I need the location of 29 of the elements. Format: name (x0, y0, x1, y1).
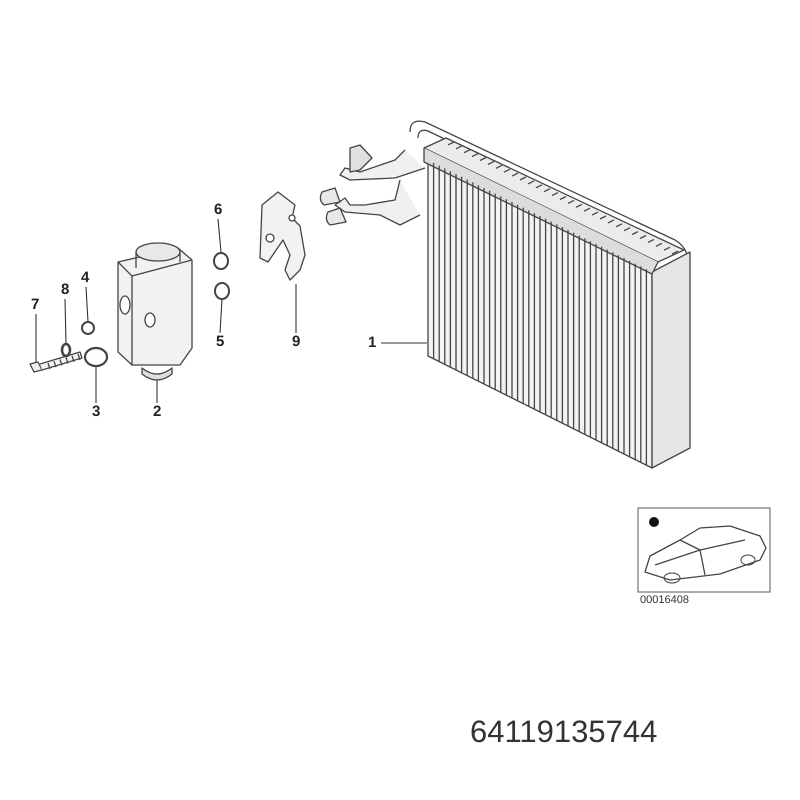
bolt-drawing (29, 351, 83, 373)
callout-number: 9 (292, 334, 300, 350)
callout-number: 8 (61, 282, 70, 298)
o-ring (214, 282, 230, 300)
part-number: 64119135744 (470, 714, 658, 750)
o-ring (213, 252, 229, 270)
part-code: 00016408 (640, 594, 689, 606)
expansion-valve-drawing (117, 242, 193, 381)
washer (60, 342, 72, 358)
leader-line (381, 342, 427, 344)
leader-line (85, 286, 89, 322)
leader-line (95, 367, 97, 403)
callout-number: 6 (214, 202, 222, 218)
leader-line (156, 379, 158, 403)
leader-line (64, 298, 67, 344)
leader-line (219, 298, 223, 334)
callout-number: 4 (81, 270, 90, 286)
o-ring (84, 346, 108, 368)
callout-number: 1 (368, 335, 376, 351)
evaporator-drawing (320, 120, 691, 469)
leader-line (217, 218, 222, 252)
leader-line (35, 314, 37, 364)
bracket-drawing (259, 191, 306, 281)
callout-number: 7 (31, 297, 40, 313)
callout-number: 2 (153, 404, 162, 420)
leader-line (295, 284, 297, 333)
o-ring (81, 321, 95, 335)
callout-number: 5 (216, 334, 224, 350)
callout-number: 3 (92, 404, 100, 420)
